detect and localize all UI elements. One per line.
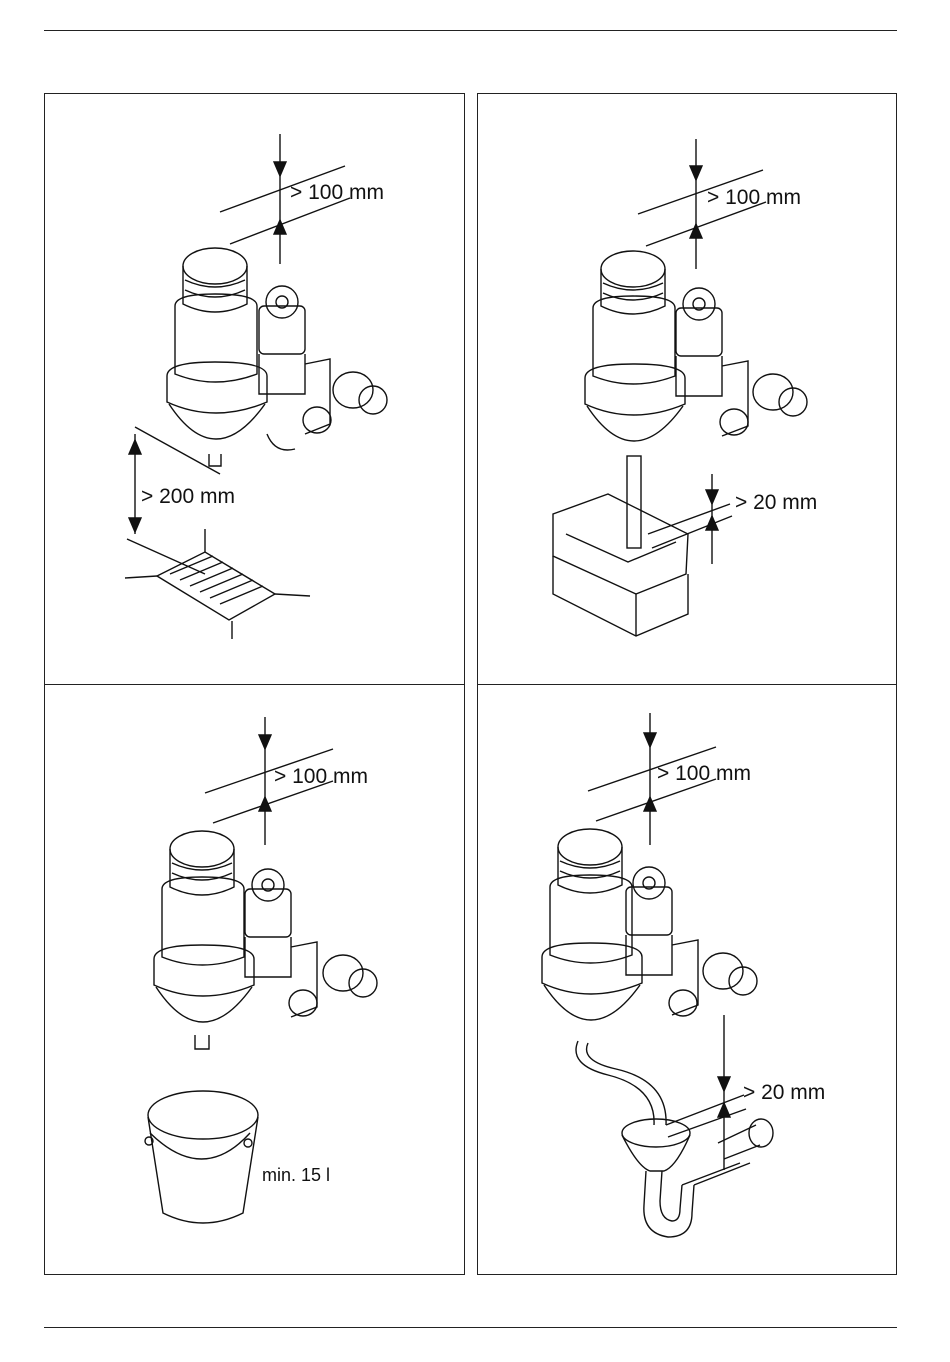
clearance-top-label: > 100 mm	[274, 766, 368, 787]
clearance-top-label: > 100 mm	[657, 763, 751, 784]
panel-bucket: > 100 mm min. 15 l	[44, 684, 465, 1275]
tundish-illustration	[478, 94, 898, 686]
clearance-bottom-label: > 20 mm	[743, 1082, 825, 1103]
bottom-rule	[44, 1327, 897, 1328]
clearance-bottom-label: > 200 mm	[141, 486, 235, 507]
panel-tundish: > 100 mm > 20 mm	[477, 93, 897, 685]
clearance-top-label: > 100 mm	[290, 182, 384, 203]
clearance-top-label: > 100 mm	[707, 187, 801, 208]
bucket-illustration	[45, 685, 466, 1276]
drain-grate-illustration	[45, 94, 466, 686]
bucket-capacity-label: min. 15 l	[262, 1166, 330, 1184]
clearance-bottom-label: > 20 mm	[735, 492, 817, 513]
panel-siphon: > 100 mm > 20 mm	[477, 684, 897, 1275]
panel-drain-grate: > 100 mm > 200 mm	[44, 93, 465, 685]
top-rule	[44, 30, 897, 31]
